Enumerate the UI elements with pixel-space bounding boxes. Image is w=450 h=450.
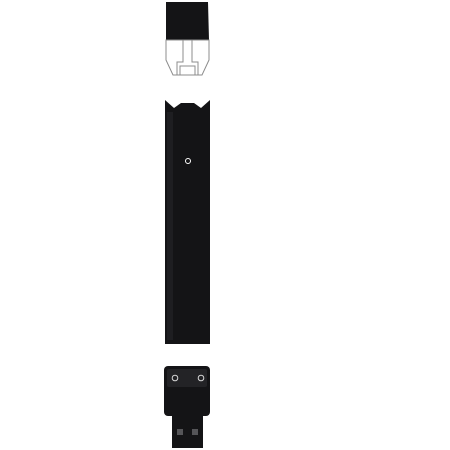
battery-body-sheen xyxy=(167,112,173,340)
usb-plug xyxy=(172,416,203,448)
contact-pad-left-icon xyxy=(171,374,179,382)
battery-body-shell xyxy=(165,100,210,344)
pod-cap xyxy=(166,2,209,40)
pod xyxy=(165,2,210,76)
battery-body xyxy=(165,100,210,344)
usb-charger xyxy=(164,366,210,448)
led-indicator-icon xyxy=(185,158,191,164)
pod-chamber xyxy=(176,40,199,75)
usb-plug-contact-right xyxy=(192,429,198,435)
pod-mouthpiece-tab xyxy=(179,65,196,76)
contact-pad-right-icon xyxy=(197,374,205,382)
usb-plug-contact-left xyxy=(177,429,183,435)
charger-dock-top xyxy=(167,369,207,387)
